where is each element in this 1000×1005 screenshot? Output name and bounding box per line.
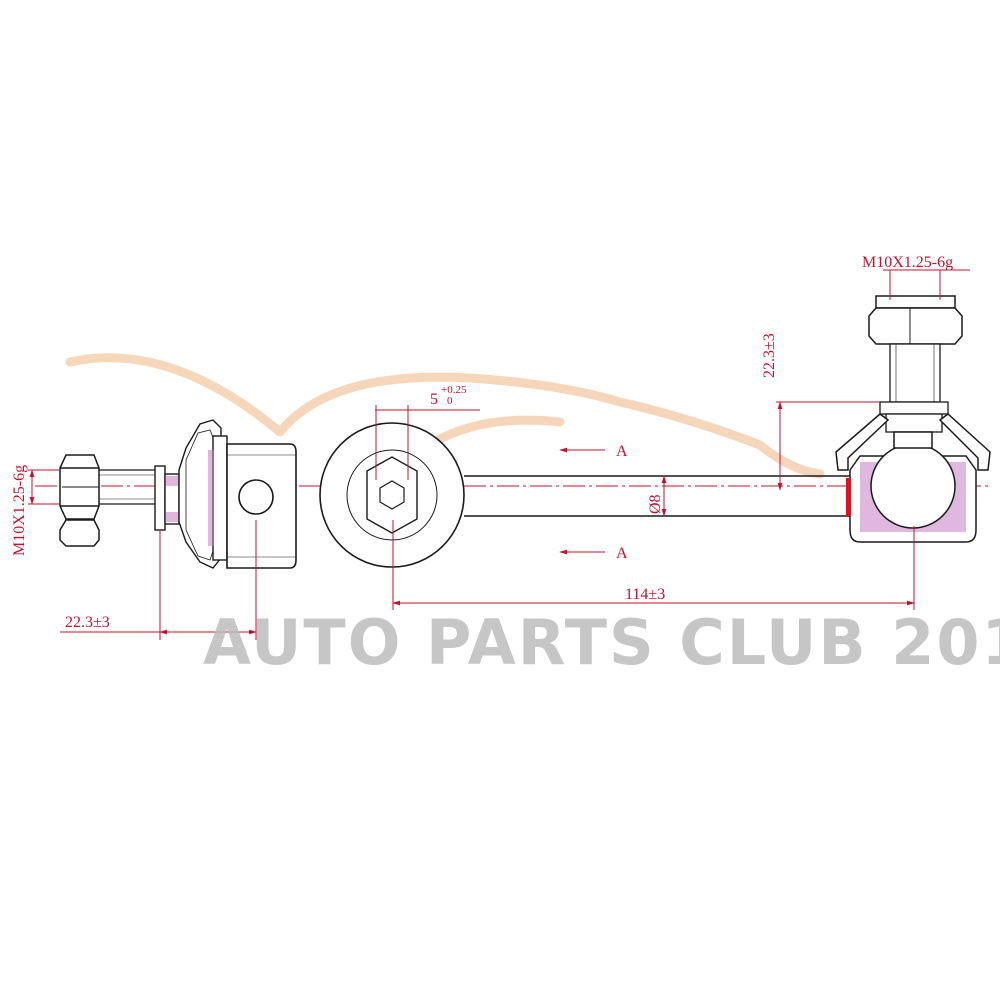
section-label-top: A — [616, 443, 628, 460]
dimension-lines — [28, 269, 970, 640]
stud-left-dimension: 22.3±3 — [65, 614, 110, 631]
rod — [464, 475, 850, 517]
watermark-text: AUTO PARTS CLUB 2018 — [203, 606, 1000, 679]
center-eye — [319, 422, 465, 568]
right-stud — [879, 343, 949, 433]
left-bushing-housing — [226, 443, 297, 569]
length-dimension: 114±3 — [625, 586, 665, 603]
left-stud-threads — [99, 469, 157, 505]
section-label-bottom: A — [616, 545, 628, 562]
offset-tol-lower: 0 — [447, 395, 453, 407]
stud-right-dimension: 22.3±3 — [761, 333, 778, 378]
rod-end-marker — [846, 478, 851, 516]
offset-tol-upper: +0.25 — [441, 384, 467, 396]
left-washer-boot — [154, 419, 228, 569]
thread-left-label: M10X1.25-6g — [11, 465, 28, 556]
rod-diameter-dimension: Ø8 — [647, 494, 664, 514]
thread-right-label: M10X1.25-6g — [862, 254, 953, 271]
left-nut — [59, 454, 100, 547]
left-hatch — [166, 450, 214, 546]
right-nut — [868, 295, 963, 345]
right-ball — [870, 431, 956, 529]
offset-dimension: 5 — [430, 391, 438, 408]
